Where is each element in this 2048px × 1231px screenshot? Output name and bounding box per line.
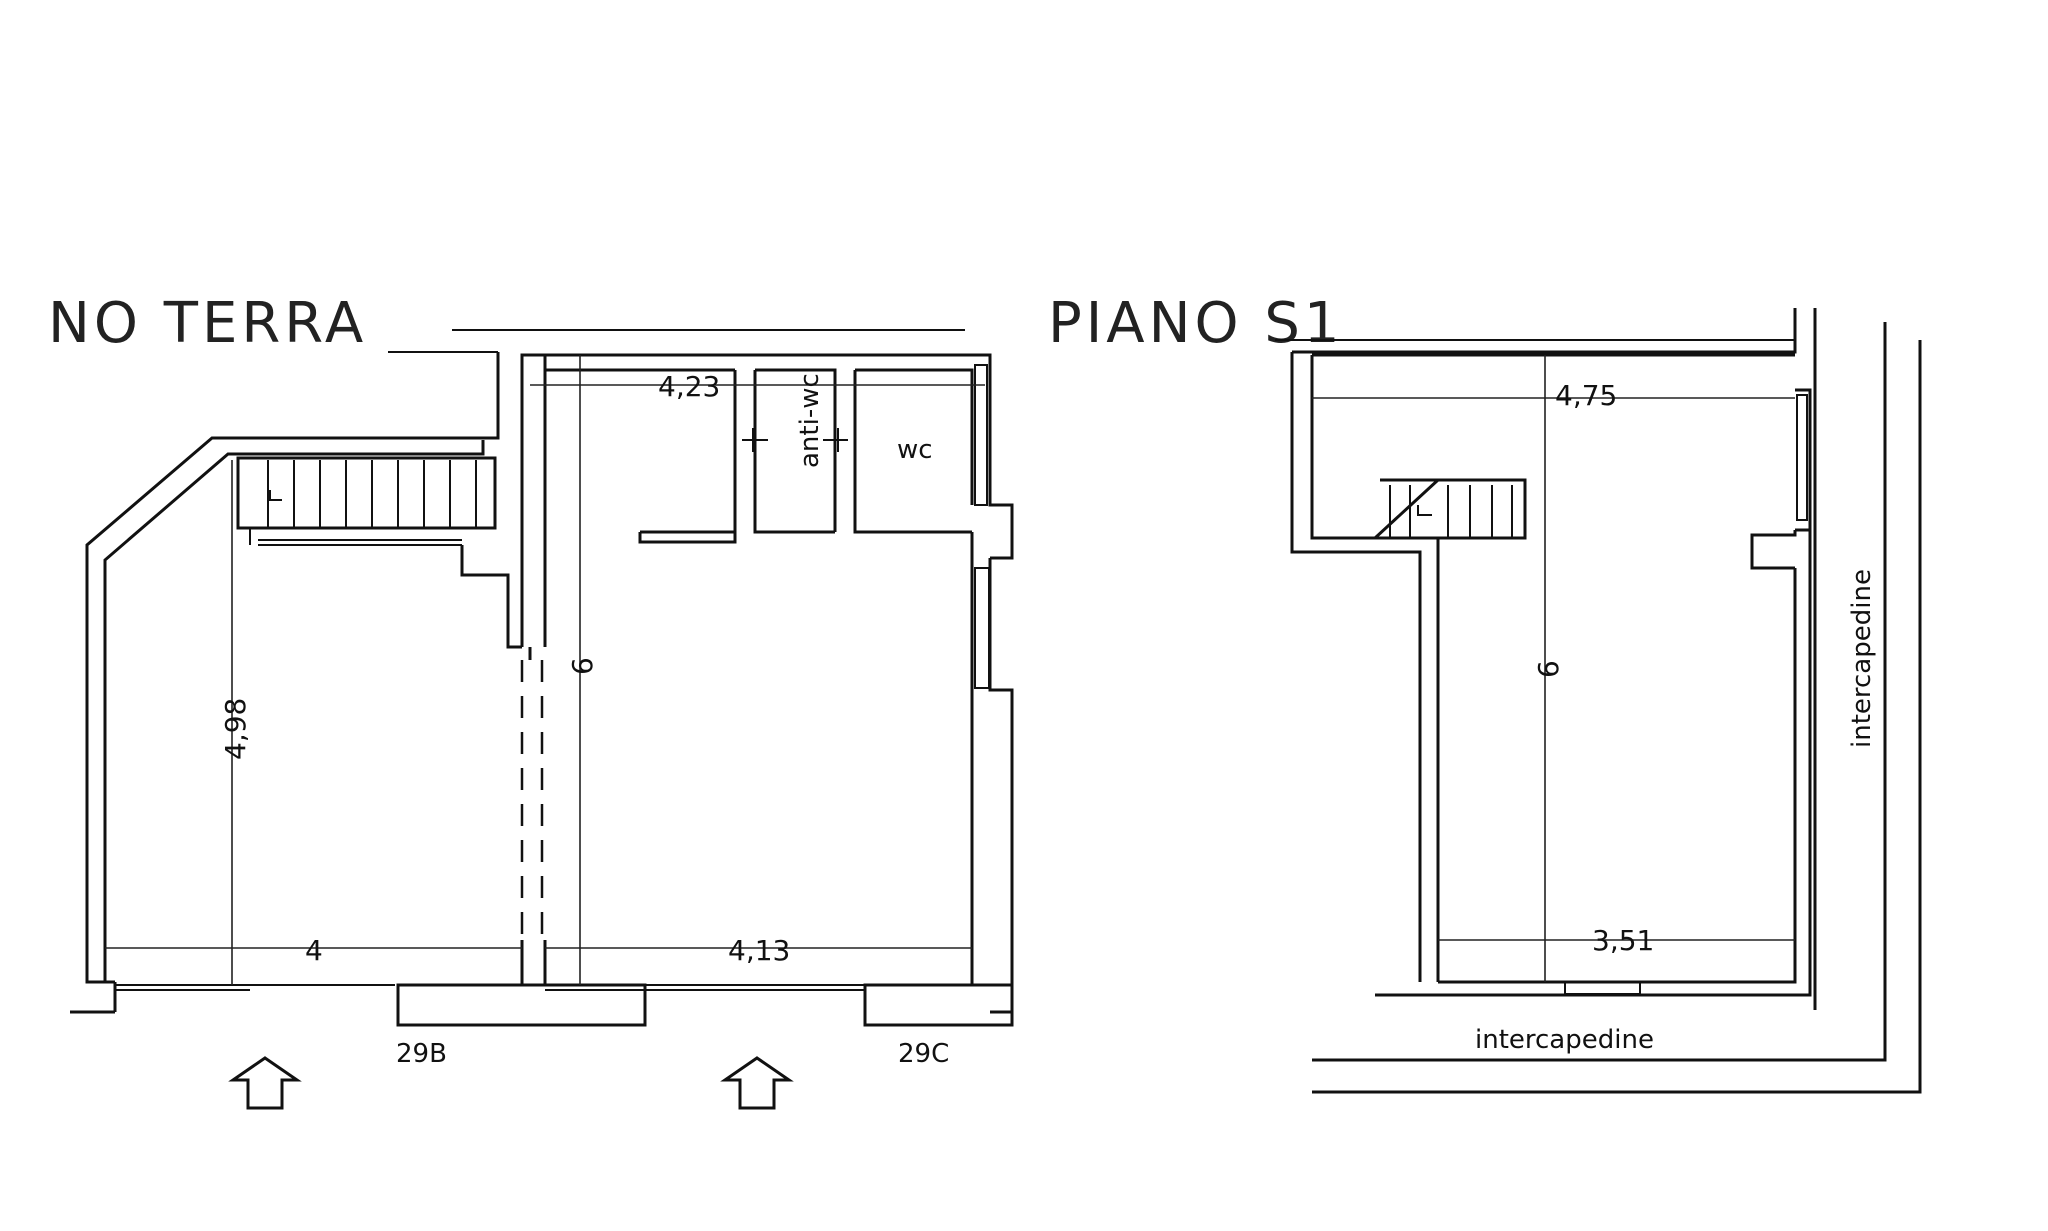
dim-center-height: 6 bbox=[566, 657, 599, 675]
label-intercapedine-bottom: intercapedine bbox=[1475, 1025, 1654, 1055]
basement-plan: PIANO S1 bbox=[1048, 291, 1922, 1094]
label-intercapedine-right: intercapedine bbox=[1847, 569, 1877, 748]
basement-walls bbox=[1290, 308, 1922, 1094]
entrance-label-29b: 29B bbox=[396, 1039, 447, 1069]
ground-floor-title: NO TERRA bbox=[48, 291, 367, 356]
dim-left-height: 4,98 bbox=[219, 698, 252, 760]
dim-basement-height: 6 bbox=[1532, 660, 1565, 678]
dim-basement-bottom-width: 3,51 bbox=[1592, 924, 1654, 957]
entrance-arrow-left-icon bbox=[228, 1056, 302, 1110]
room-label-antiwc: anti-wc bbox=[795, 373, 825, 468]
basement-dimensions bbox=[1312, 355, 1795, 982]
threshold-29b bbox=[396, 983, 647, 1027]
left-unit-walls bbox=[70, 352, 500, 1014]
dim-basement-top-width: 4,75 bbox=[1555, 379, 1617, 412]
dim-right-bottom-width: 4,13 bbox=[728, 934, 790, 967]
dim-left-bottom-width: 4 bbox=[305, 934, 323, 967]
ground-dimensions bbox=[105, 355, 985, 985]
entrance-label-29c: 29C bbox=[898, 1039, 949, 1069]
party-wall bbox=[460, 353, 547, 987]
right-unit-walls bbox=[396, 353, 1014, 1027]
basement-title: PIANO S1 bbox=[1048, 291, 1344, 356]
entrance-arrow-right-icon bbox=[720, 1056, 794, 1110]
ground-stair bbox=[236, 456, 497, 546]
ground-floor-plan: NO TERRA bbox=[48, 291, 1014, 1110]
basement-stair bbox=[1371, 478, 1527, 540]
threshold-29c bbox=[863, 983, 1014, 1027]
room-label-wc: wc bbox=[897, 435, 933, 465]
dim-top-width: 4,23 bbox=[658, 370, 720, 403]
